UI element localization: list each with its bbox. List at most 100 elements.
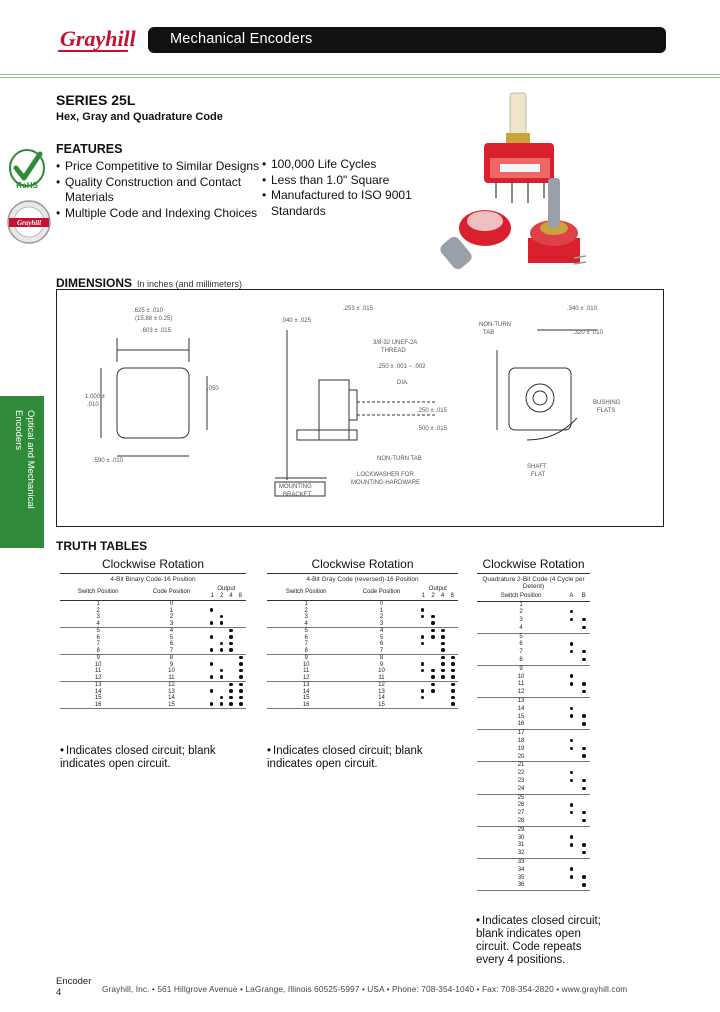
closed-circuit-dot [582, 722, 586, 726]
svg-text:.040 ± .025: .040 ± .025 [281, 318, 312, 324]
output-cell [565, 657, 578, 666]
closed-circuit-dot [431, 689, 435, 693]
output-cell [207, 655, 217, 662]
table-cell: 5 [304, 628, 308, 634]
table-row: 5 [477, 633, 590, 641]
output-cell [578, 714, 590, 722]
output-cell [417, 620, 428, 628]
table-cell: 1 [519, 601, 523, 608]
col-header: A [565, 593, 578, 602]
output-cell [578, 738, 590, 746]
output-cell [418, 689, 428, 696]
table-cell: 36 [477, 882, 566, 892]
closed-circuit-dot [569, 682, 574, 686]
output-cell [418, 682, 428, 689]
closed-circuit-dot [582, 786, 586, 790]
col-header: 4 [229, 592, 233, 599]
closed-circuit-dot [569, 738, 574, 743]
closed-circuit-dot [569, 810, 574, 815]
output-cell [578, 674, 590, 682]
grayhill-logo: Grayhill [60, 26, 136, 51]
table-cell: 28 [477, 818, 566, 827]
col-header: 1 [210, 592, 214, 599]
feature-item: Price Competitive to Similar Designs [56, 159, 261, 175]
svg-text:(15.88 ± 0.25): (15.88 ± 0.25) [135, 316, 172, 322]
output-cell [565, 730, 577, 738]
closed-circuit-dot [451, 689, 455, 693]
top-rule [0, 74, 720, 75]
table-row: 21 [477, 762, 590, 770]
output-cell [565, 633, 577, 641]
svg-text:.590 ± .010: .590 ± .010 [93, 458, 124, 464]
closed-circuit-dot [420, 641, 425, 646]
quality-seal-icon: Grayhill [7, 200, 51, 244]
col-header: Code Position [345, 586, 418, 601]
closed-circuit-dot [451, 702, 455, 706]
feature-item: Less than 1.0" Square [262, 173, 437, 189]
output-cell [565, 649, 577, 657]
table-cell: 17 [517, 730, 525, 737]
table-cell: 2 [96, 607, 100, 614]
table-cell: 24 [477, 785, 566, 795]
closed-circuit-dot [569, 778, 574, 783]
table-cell: 5 [169, 634, 174, 641]
output-cell [578, 746, 590, 754]
svg-text:.253 ± .015: .253 ± .015 [343, 306, 374, 312]
features-right-list: 100,000 Life Cycles Less than 1.0" Squar… [262, 157, 437, 219]
output-cell [578, 770, 590, 778]
output-cell [565, 770, 577, 778]
output-cell [565, 746, 577, 754]
closed-circuit-dot [569, 843, 574, 847]
output-cell [216, 641, 226, 648]
output-cell [448, 601, 458, 608]
feature-item: 100,000 Life Cycles [262, 157, 437, 173]
output-cell [578, 778, 590, 786]
output-cell [418, 608, 428, 615]
table-row: 18 [477, 738, 590, 746]
output-cell [207, 689, 217, 696]
table-cell: 7 [345, 647, 418, 655]
table-cell: 3 [136, 620, 207, 628]
dimensions-heading: DIMENSIONS [56, 276, 133, 290]
table-cell: 15 [136, 701, 207, 709]
output-cell [216, 682, 226, 689]
output-cell [417, 674, 428, 682]
output-cell [565, 641, 577, 649]
features-heading: FEATURES [56, 142, 123, 156]
output-cell [236, 601, 246, 608]
closed-circuit-dot [209, 702, 214, 706]
closed-circuit-dot [451, 695, 455, 700]
table-cell: 4 [60, 620, 137, 628]
closed-circuit-dot [239, 689, 243, 693]
table-cell: 8 [477, 657, 566, 666]
closed-circuit-dot [569, 649, 574, 654]
col-header: 2 [431, 592, 435, 599]
output-cell [418, 601, 428, 608]
svg-text:.010: .010 [87, 402, 99, 408]
table-cell: 6 [96, 634, 100, 641]
output-cell [207, 628, 217, 635]
output-cell [565, 842, 577, 850]
svg-text:.340 ± .010: .340 ± .010 [567, 306, 598, 312]
output-cell [438, 635, 448, 642]
section-side-tab-label: Optical and Mechanical Encoders [13, 410, 36, 509]
table-cell: 1 [379, 607, 384, 614]
output-cell [565, 753, 578, 763]
table-row: 9 [477, 665, 590, 673]
output-cell [216, 601, 226, 608]
output-cell [418, 695, 428, 702]
table-row: 33 [477, 859, 590, 867]
closed-circuit-dot [582, 843, 586, 847]
output-cell [226, 647, 237, 655]
table-row: 4 [477, 624, 590, 634]
closed-circuit-dot [569, 803, 574, 807]
output-cell [216, 655, 226, 662]
closed-circuit-dot [569, 609, 574, 614]
output-cell [206, 647, 217, 655]
